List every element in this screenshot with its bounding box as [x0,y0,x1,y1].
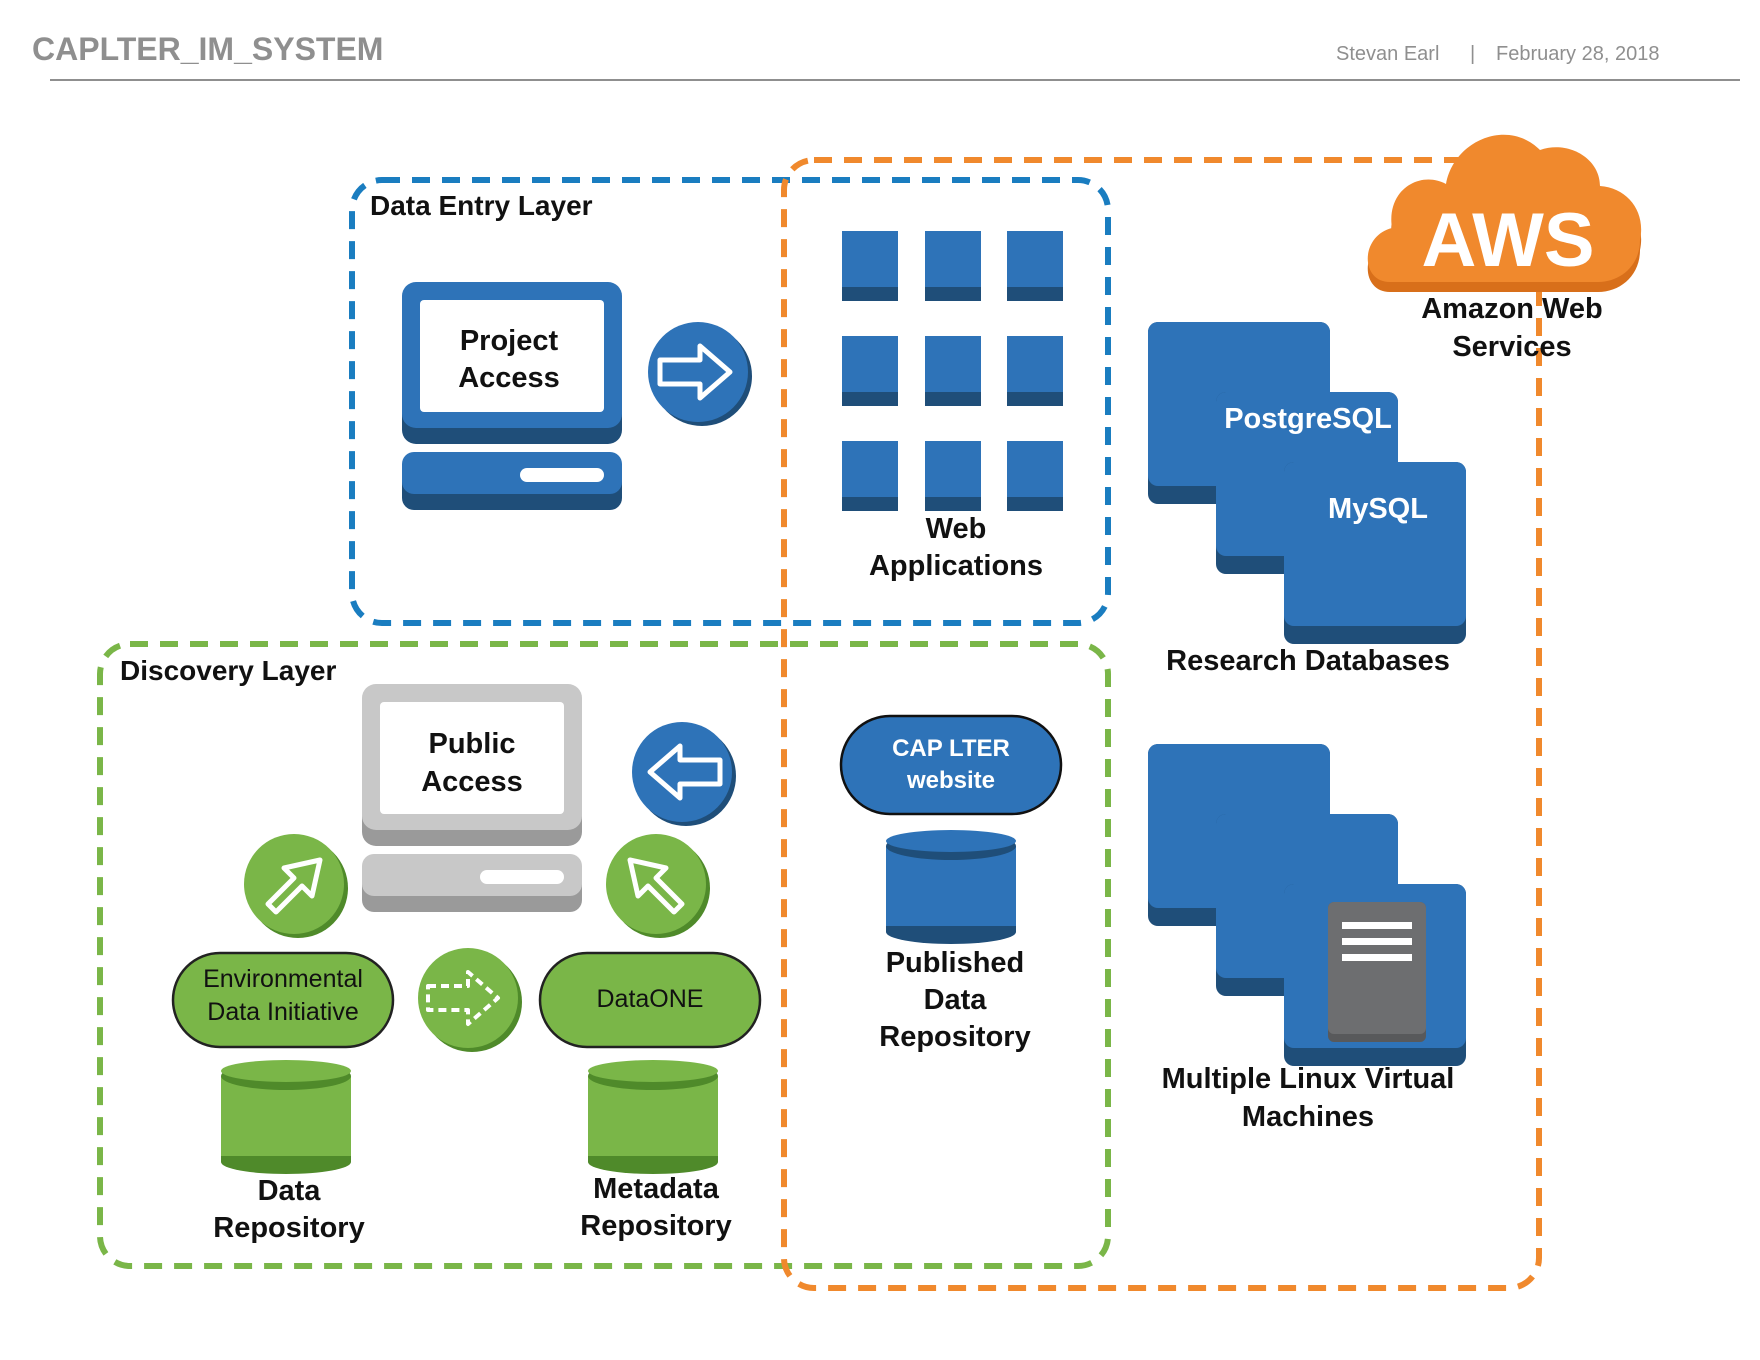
dashed-arrow-right-circle-icon [418,948,522,1052]
dataone-label: DataONE [597,985,704,1013]
aws-label-line2: Services [1452,331,1571,363]
author-name: Stevan Earl [1336,43,1439,65]
data-repo-label-line2: Repository [213,1212,364,1244]
data-entry-layer-label: Data Entry Layer [370,190,593,221]
published-repo-label-line1: Published [886,947,1025,979]
web-app-tile [842,231,898,301]
web-app-tile [925,336,981,406]
research-databases-label: Research Databases [1166,645,1450,677]
aws-logo-text: AWS [1421,198,1594,283]
public-access-label-line1: Public [428,728,515,760]
published-repo-label-line2: Data [924,984,988,1016]
cap-website-label-line1: CAP LTER [892,735,1010,762]
web-app-tile [842,336,898,406]
discovery-layer-label: Discovery Layer [120,655,336,686]
project-access-label-line1: Project [460,325,559,357]
public-access-label-line2: Access [421,766,523,798]
data-entry-layer-boundary [349,177,1111,626]
edi-node [171,951,395,1049]
published-repo-label-line3: Repository [879,1021,1030,1053]
project-access-label-line2: Access [458,362,560,394]
web-app-tile [1007,336,1063,406]
metadata-repo-label-line1: Metadata [593,1173,720,1205]
server-stack-icon [1148,744,1466,1066]
arrow-right-circle-icon [648,322,752,426]
aws-label-line1: Amazon Web [1421,293,1603,325]
web-app-tile [1007,441,1063,511]
linux-vms-label-line1: Multiple Linux Virtual [1162,1063,1455,1095]
data-repo-label-line1: Data [258,1175,322,1207]
aws-cloud-icon [1367,134,1642,292]
project-access-computer [402,282,622,510]
metadata-repo-label-line2: Repository [580,1210,731,1242]
header-date: February 28, 2018 [1496,43,1659,65]
database-cylinder-icon [588,1060,718,1174]
public-access-computer [362,684,582,912]
cap-website-label-line2: website [906,767,995,794]
dataone-node [538,951,762,1049]
web-apps-label-line1: Web [926,513,987,545]
web-app-tile [1007,231,1063,301]
arrow-up-left-circle-icon [606,834,710,938]
postgresql-label: PostgreSQL [1224,403,1392,435]
arrow-up-right-circle-icon [244,834,348,938]
arrow-left-circle-icon [632,722,736,826]
database-cylinder-icon [221,1060,351,1174]
web-apps-label-line2: Applications [869,550,1043,582]
mysql-label: MySQL [1328,493,1428,525]
web-applications-grid [842,231,1063,511]
edi-label-line2: Data Initiative [207,998,358,1026]
header-separator: | [1470,43,1475,65]
page-title: CAPLTER_IM_SYSTEM [32,31,383,67]
aws-boundary [781,157,1542,1291]
web-app-tile [842,441,898,511]
linux-vms-label-line2: Machines [1242,1101,1374,1133]
database-cylinder-icon [886,830,1016,944]
research-databases-stack [1148,322,1466,644]
cap-website-node [839,714,1063,816]
web-app-tile [925,231,981,301]
discovery-layer-boundary [97,641,1111,1269]
web-app-tile [925,441,981,511]
edi-label-line1: Environmental [203,965,363,993]
